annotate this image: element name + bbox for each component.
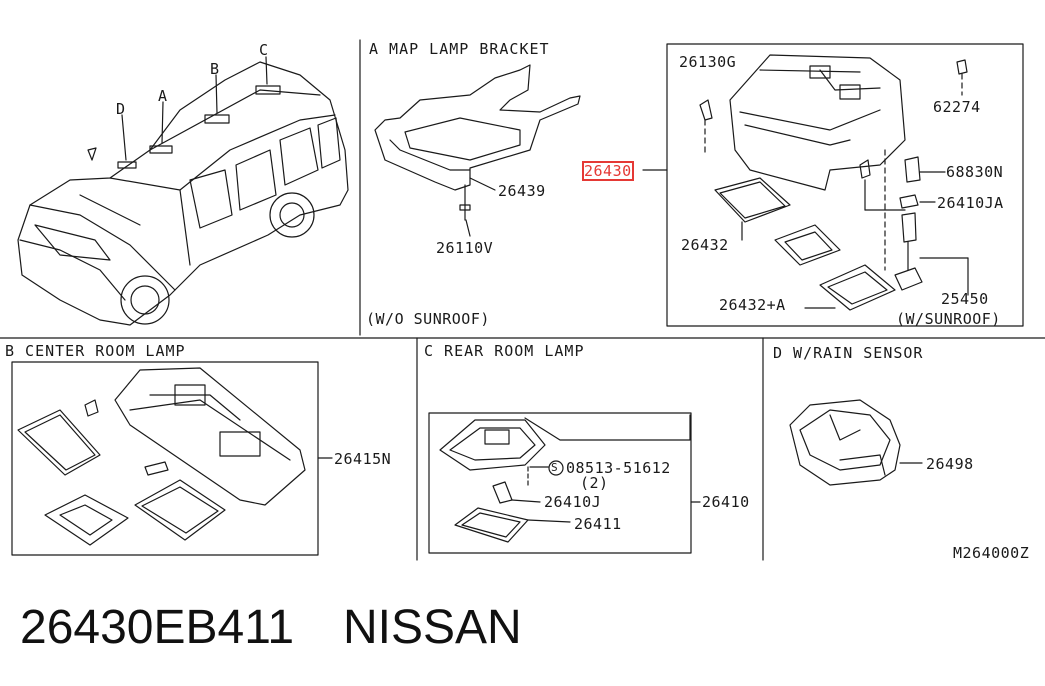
map-lamp-bracket (374, 64, 581, 237)
part-label-26439[interactable]: 26439 (498, 182, 546, 200)
part-label-68830n[interactable]: 68830N (946, 163, 1004, 181)
part-label-26432a[interactable]: 26432+A (719, 296, 786, 314)
diagram-code: M264000Z (953, 544, 1030, 562)
rain-sensor-assembly (789, 399, 923, 486)
part-label-26110v[interactable]: 26110V (436, 239, 494, 257)
footer-brand: NISSAN (343, 601, 522, 654)
part-label-08513-qty: (2) (580, 474, 609, 492)
part-label-26410ja[interactable]: 26410JA (937, 194, 1004, 212)
screw-marker-circle (548, 460, 564, 476)
vehicle-label-b: B (210, 60, 220, 78)
section-a-title: A MAP LAMP BRACKET (369, 40, 550, 58)
part-label-62274[interactable]: 62274 (933, 98, 981, 116)
part-label-26415n[interactable]: 26415N (334, 450, 392, 468)
part-label-26498[interactable]: 26498 (926, 455, 974, 473)
section-d-title: D W/RAIN SENSOR (773, 344, 924, 362)
part-label-26432[interactable]: 26432 (681, 236, 729, 254)
part-label-26411[interactable]: 26411 (574, 515, 622, 533)
center-lamp-assembly (17, 367, 306, 546)
note-with-sunroof: (W/SUNROOF) (896, 310, 1001, 328)
vehicle-label-c: C (259, 41, 269, 59)
vehicle-label-d: D (116, 100, 126, 118)
vehicle-label-a: A (158, 87, 168, 105)
rear-lamp-box (428, 412, 692, 554)
footer-part-number: 26430EB411 (20, 601, 295, 654)
map-lamp-panel-box (666, 43, 1024, 327)
part-label-26410j[interactable]: 26410J (544, 493, 602, 511)
vehicle-illustration (17, 56, 349, 326)
map-lamp-assembly (699, 54, 969, 311)
section-b-title: B CENTER ROOM LAMP (5, 342, 186, 360)
part-label-26130g[interactable]: 26130G (679, 53, 737, 71)
part-label-26410[interactable]: 26410 (702, 493, 750, 511)
screw-symbol: S (551, 461, 559, 474)
part-label-26430-highlighted[interactable]: 26430 (582, 161, 634, 181)
rear-lamp-assembly (439, 414, 691, 543)
note-without-sunroof: (W/O SUNROOF) (366, 310, 490, 328)
part-label-08513-51612[interactable]: 08513-51612 (566, 459, 671, 477)
section-c-title: C REAR ROOM LAMP (424, 342, 585, 360)
part-label-25450[interactable]: 25450 (941, 290, 989, 308)
